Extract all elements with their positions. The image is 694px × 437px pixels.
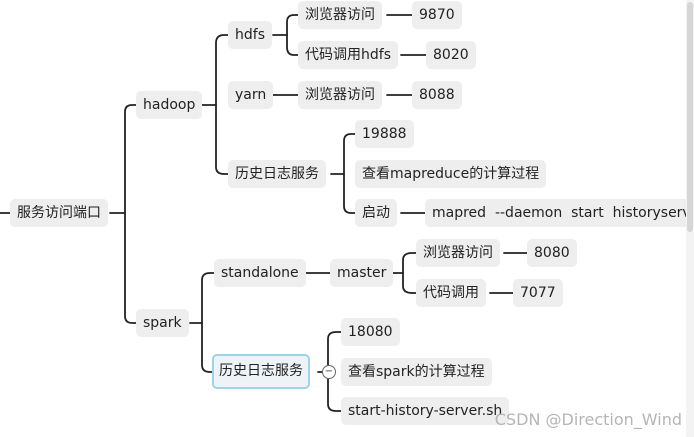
node-hadoop-history[interactable]: 历史日志服务 (228, 160, 326, 188)
vertical-scrollbar[interactable] (686, 0, 694, 437)
node-master-code-port[interactable]: 7077 (513, 279, 563, 307)
node-spark-history-view[interactable]: 查看spark的计算过程 (341, 358, 492, 386)
watermark: CSDN @Direction_Wind (494, 410, 682, 429)
node-hadoop[interactable]: hadoop (136, 91, 203, 119)
node-yarn[interactable]: yarn (228, 81, 274, 109)
node-hadoop-history-start[interactable]: 启动 (355, 199, 397, 227)
node-spark-history-start-cmd[interactable]: start-history-server.sh (341, 397, 510, 425)
node-hdfs-code-port[interactable]: 8020 (426, 41, 476, 69)
node-hadoop-history-start-cmd[interactable]: mapred --daemon start historyserver (425, 199, 687, 227)
root-node[interactable]: 服务访问端口 (10, 199, 108, 227)
node-hadoop-history-port[interactable]: 19888 (355, 120, 414, 148)
node-spark[interactable]: spark (136, 309, 189, 337)
scrollbar-thumb[interactable] (687, 2, 693, 232)
node-spark-history-port[interactable]: 18080 (341, 318, 400, 346)
node-standalone[interactable]: standalone (214, 259, 306, 287)
node-hdfs-code[interactable]: 代码调用hdfs (298, 41, 398, 69)
collapse-toggle-icon[interactable]: − (322, 365, 336, 379)
node-master-code[interactable]: 代码调用 (416, 279, 486, 307)
node-master[interactable]: master (330, 259, 394, 287)
node-hdfs-browser-port[interactable]: 9870 (412, 1, 462, 29)
node-yarn-browser[interactable]: 浏览器访问 (298, 81, 382, 109)
node-yarn-browser-port[interactable]: 8088 (412, 81, 462, 109)
node-master-browser-port[interactable]: 8080 (527, 239, 577, 267)
node-master-browser[interactable]: 浏览器访问 (416, 239, 500, 267)
node-hdfs[interactable]: hdfs (228, 21, 272, 49)
node-spark-history[interactable]: 历史日志服务 (212, 354, 310, 389)
node-hdfs-browser[interactable]: 浏览器访问 (298, 1, 382, 29)
node-hadoop-history-view[interactable]: 查看mapreduce的计算过程 (355, 160, 547, 188)
